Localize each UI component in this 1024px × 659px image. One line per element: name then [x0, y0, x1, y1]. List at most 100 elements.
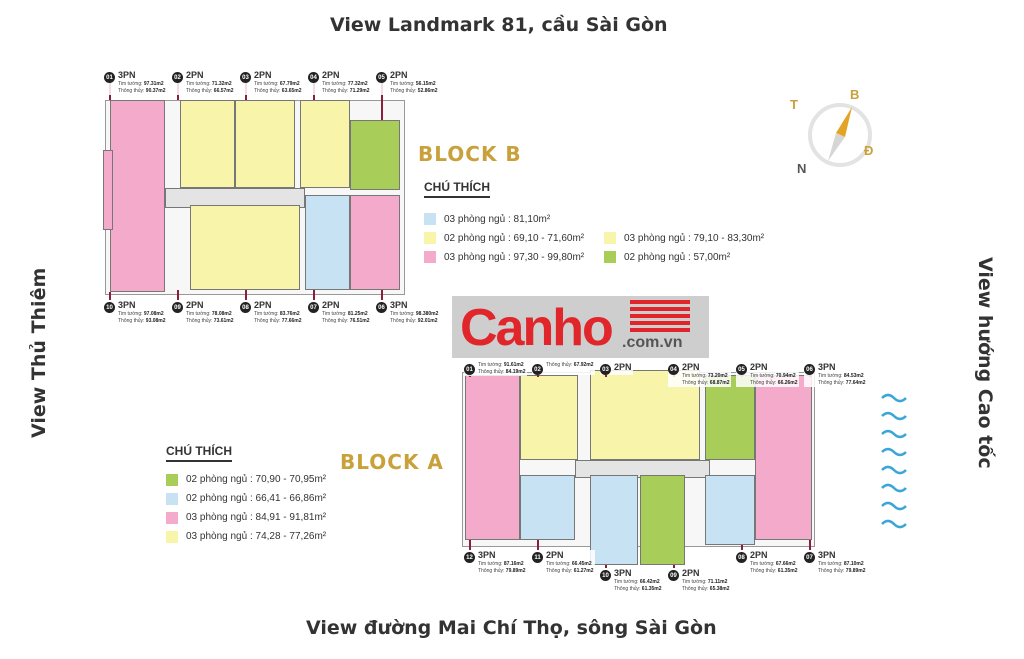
unit-net-area: Thông thủy: 84.19m2 [478, 369, 526, 376]
value: 66.26m2 [777, 380, 798, 386]
value: 68.87m2 [709, 380, 730, 386]
unit-number-badge: 02 [532, 364, 543, 375]
unit-net-area: Thông thủy: 79.89m2 [478, 568, 526, 575]
unit-type: 2PN [682, 362, 700, 372]
label: Thông thủy: [118, 88, 146, 94]
legend-item: 02 phòng ngủ : 70,90 - 70,95m² [166, 470, 336, 489]
value: 73.20m2 [707, 373, 728, 379]
compass-east: Đ [864, 143, 874, 158]
unit-pointer [809, 540, 811, 550]
legend-item: 03 phòng ngủ : 84,91 - 91,81m² [166, 508, 336, 527]
unit-gross-area: Tim tường: 66.42m2 [614, 579, 662, 586]
unit-type: 2PN [750, 362, 768, 372]
logo-text: Canho [460, 299, 614, 357]
unit-type: 2PN [322, 300, 340, 310]
unit-net-area: Thông thủy: 67.92m2 [546, 362, 594, 369]
value: 61.35m2 [641, 586, 662, 592]
block-b-title: BLOCK B [418, 142, 522, 166]
legend-swatch [604, 232, 616, 244]
unit-gross-area: Tim tường: 87.10m2 [818, 561, 866, 568]
unit-pointer [741, 545, 743, 550]
value: 84.53m2 [843, 373, 864, 379]
unit-number-badge: 03 [600, 364, 611, 375]
unit-pointer [673, 565, 675, 568]
label: Thông thủy: [186, 318, 214, 324]
value: 67.92m2 [573, 362, 594, 368]
canho-logo: Canho .com.vn [452, 296, 709, 358]
value: 77.64m2 [845, 380, 866, 386]
compass-icon [808, 103, 872, 167]
value: 66.57m2 [213, 88, 234, 94]
label: Tim tường: [478, 362, 504, 368]
value: 63.65m2 [281, 88, 302, 94]
unit-number-badge: 10 [104, 302, 115, 313]
legend-swatch [166, 492, 178, 505]
label: Tim tường: [118, 311, 144, 317]
logo-suffix: .com.vn [622, 334, 683, 351]
unit-number-badge: 08 [240, 302, 251, 313]
value: 67.79m2 [279, 81, 300, 87]
legend-item: 02 phòng ngủ : 57,00m² [604, 248, 730, 266]
water-waves-icon [881, 393, 907, 529]
unit-number-badge: 08 [736, 552, 747, 563]
unit-gross-area: Tim tường: 81.25m2 [322, 311, 370, 318]
unit-pointer [537, 374, 539, 377]
value: 71.11m2 [707, 579, 728, 585]
legend-item: 02 phòng ngủ : 66,41 - 66,86m² [166, 489, 336, 508]
unit-type: 2PN [750, 550, 768, 560]
unit-net-area: Thông thủy: 73.61m2 [186, 318, 234, 325]
legend-label: 03 phòng ngủ : 74,28 - 77,26m² [186, 531, 327, 542]
unit-type: 3PN [478, 550, 496, 560]
unit-net-area: Thông thủy: 61.35m2 [750, 568, 798, 575]
unit-type: 2PN [390, 70, 408, 80]
unit-number-badge: 05 [736, 364, 747, 375]
label: Thông thủy: [682, 586, 710, 592]
label: Tim tường: [614, 579, 640, 585]
unit-number-badge: 11 [532, 552, 543, 563]
unit-type: 2PN [546, 550, 564, 560]
legend-swatch [424, 251, 436, 263]
unit-number-badge: 06 [804, 364, 815, 375]
label: Tim tường: [546, 561, 572, 567]
legend-label: 03 phòng ngủ : 81,10m² [444, 213, 551, 225]
legend-swatch [166, 473, 178, 486]
unit-pointer [605, 374, 607, 377]
unit-net-area: Thông thủy: 66.57m2 [186, 88, 234, 95]
unit-gross-area: Tim tường: 56.15m2 [390, 81, 438, 88]
label: Thông thủy: [818, 568, 846, 574]
unit-number-badge: 05 [376, 72, 387, 83]
unit-net-area: Thông thủy: 77.64m2 [818, 380, 866, 387]
value: 66.45m2 [571, 561, 592, 567]
value: 93.08m2 [145, 318, 166, 324]
unit-pointer [245, 290, 247, 300]
unit-number-badge: 01 [464, 364, 475, 375]
compass-north: B [850, 87, 860, 102]
legend-label: 02 phòng ngủ : 69,10 - 71,60m² [444, 232, 585, 244]
label: Thông thủy: [750, 568, 778, 574]
unit-gross-area: Tim tường: 84.53m2 [818, 373, 866, 380]
value: 71.32m2 [211, 81, 232, 87]
value: 78.08m2 [211, 311, 232, 317]
value: 56.15m2 [415, 81, 436, 87]
unit-pointer [381, 82, 383, 120]
unit-gross-area: Tim tường: 97.31m2 [118, 81, 166, 88]
compass: T B Đ N [790, 85, 900, 180]
value: 87.16m2 [503, 561, 524, 567]
label: Tim tường: [186, 81, 212, 87]
unit-net-area: Thông thủy: 90.37m2 [118, 88, 166, 95]
unit-type: 2PN [186, 300, 204, 310]
view-bottom-label: View đường Mai Chí Thọ, sông Sài Gòn [306, 617, 717, 639]
legend-item: 03 phòng ngủ : 97,30 - 99,80m² [424, 248, 584, 266]
legend-label: 03 phòng ngủ : 97,30 - 99,80m² [444, 251, 585, 263]
